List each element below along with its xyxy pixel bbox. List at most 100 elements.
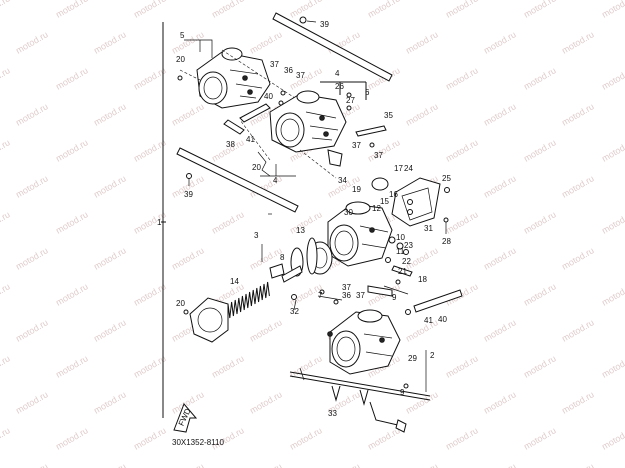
callout-6: 6 — [365, 88, 370, 97]
watermark-text: motod.ru — [14, 461, 50, 468]
callout-7: 7 — [318, 291, 323, 300]
watermark-text: motod.ru — [54, 0, 90, 20]
watermark-text: motod.ru — [482, 461, 518, 468]
watermark-text: motod.ru — [444, 209, 480, 235]
watermark-text: motod.ru — [170, 461, 206, 468]
watermark-text: motod.ru — [404, 317, 440, 343]
watermark-text: motod.ru — [92, 461, 128, 468]
watermark-text: motod.ru — [92, 317, 128, 343]
callout-labels: 39 5 20 37 36 37 4 26 27 6 40 35 38 41 2… — [157, 20, 451, 418]
watermark-text: motod.ru — [522, 353, 558, 379]
watermark-text: motod.ru — [0, 281, 12, 307]
watermark-text: motod.ru — [92, 101, 128, 127]
watermark-text: motod.ru — [14, 317, 50, 343]
callout-4: 4 — [273, 176, 278, 185]
callout-3: 3 — [254, 231, 259, 240]
callout-39: 39 — [320, 20, 329, 29]
callout-2: 2 — [430, 351, 435, 360]
watermark-text: motod.ru — [600, 137, 625, 163]
watermark-text: motod.ru — [404, 461, 440, 468]
watermark-text: motod.ru — [170, 245, 206, 271]
callout-22: 22 — [402, 257, 411, 266]
callout-24: 24 — [404, 164, 413, 173]
callout-23: 23 — [404, 241, 413, 250]
right-rod — [405, 289, 463, 315]
callout-40: 40 — [264, 92, 273, 101]
watermark-text: motod.ru — [404, 389, 440, 415]
callout-32: 32 — [290, 307, 299, 316]
callout-40: 40 — [438, 315, 447, 324]
top-linkage-parts — [223, 81, 387, 179]
watermark-text: motod.ru — [54, 137, 90, 163]
callout-9: 9 — [400, 388, 405, 397]
callout-15: 15 — [380, 197, 389, 206]
watermark-text: motod.ru — [560, 29, 596, 55]
diaphragm-and-spring — [225, 237, 318, 319]
callout-31: 31 — [424, 224, 433, 233]
callout-36: 36 — [284, 66, 293, 75]
watermark-text: motod.ru — [248, 29, 284, 55]
middle-linkage-parts — [291, 285, 393, 311]
watermark-text: motod.ru — [326, 461, 362, 468]
carburetor-top-middle — [269, 90, 347, 167]
watermark-text: motod.ru — [288, 353, 324, 379]
watermark-text: motod.ru — [14, 29, 50, 55]
watermark-text: motod.ru — [600, 281, 625, 307]
watermark-text: motod.ru — [132, 65, 168, 91]
callout-14: 14 — [230, 277, 239, 286]
watermark-text: motod.ru — [0, 425, 12, 451]
watermark-text: motod.ru — [560, 317, 596, 343]
carburetor-bottom — [327, 309, 401, 375]
lower-left-rod — [176, 147, 299, 213]
watermark-text: motod.ru — [522, 137, 558, 163]
watermark-text: motod.ru — [482, 389, 518, 415]
watermark-text: motod.ru — [132, 281, 168, 307]
watermark-text: motod.ru — [522, 425, 558, 451]
callout-30: 30 — [344, 208, 353, 217]
callout-18: 18 — [418, 275, 427, 284]
watermark-text: motod.ru — [444, 425, 480, 451]
watermark-text: motod.ru — [482, 173, 518, 199]
callout-29: 29 — [408, 354, 417, 363]
watermark-text: motod.ru — [92, 245, 128, 271]
callout-35: 35 — [384, 111, 393, 120]
watermark-text: motod.ru — [92, 389, 128, 415]
callout-12: 12 — [372, 204, 381, 213]
watermark-text: motod.ru — [600, 353, 625, 379]
bottom-linkage-bar — [289, 367, 431, 433]
jet-parts-cluster — [383, 187, 450, 295]
watermark-text: motod.ru — [366, 425, 402, 451]
watermark-text: motod.ru — [92, 29, 128, 55]
watermark-text: motod.ru — [54, 425, 90, 451]
watermark-text: motod.ru — [92, 173, 128, 199]
callout-39: 39 — [184, 190, 193, 199]
callout-16: 16 — [389, 190, 398, 199]
watermark-text: motod.ru — [288, 209, 324, 235]
watermark-text: motod.ru — [210, 209, 246, 235]
watermark-text: motod.ru — [560, 101, 596, 127]
watermark-text: motod.ru — [248, 461, 284, 468]
watermark-text: motod.ru — [248, 317, 284, 343]
watermark-text: motod.ru — [0, 137, 12, 163]
watermark-text: motod.ru — [132, 425, 168, 451]
float-bowl-cover — [371, 177, 441, 227]
watermark-text: motod.ru — [560, 389, 596, 415]
watermark-text: motod.ru — [288, 425, 324, 451]
watermark-text: motod.ru — [522, 281, 558, 307]
watermark-text: motod.ru — [560, 461, 596, 468]
fwd-arrow-icon: FWD — [173, 403, 198, 433]
assembly-bracket — [161, 22, 166, 418]
watermark-text: motod.ru — [170, 29, 206, 55]
callout-37: 37 — [352, 141, 361, 150]
callout-20: 20 — [176, 299, 185, 308]
watermark-text: motod.ru — [404, 101, 440, 127]
watermark-text: motod.ru — [54, 281, 90, 307]
watermark-text: motod.ru — [0, 353, 12, 379]
callout-26: 26 — [335, 82, 344, 91]
callout-37: 37 — [356, 291, 365, 300]
watermark-text: motod.ru — [600, 65, 625, 91]
callout-21: 21 — [398, 267, 407, 276]
watermark-text: motod.ru — [288, 0, 324, 20]
